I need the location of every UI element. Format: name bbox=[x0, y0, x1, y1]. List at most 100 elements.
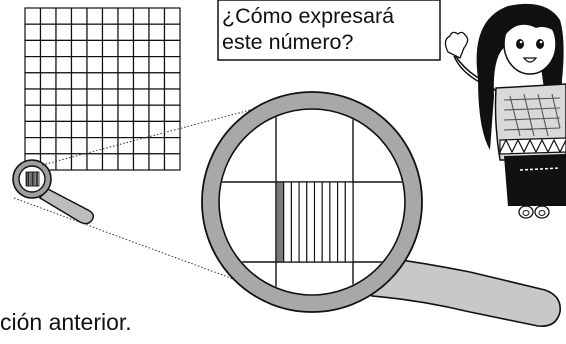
grid-cell bbox=[39, 23, 57, 42]
small-magnifier-icon bbox=[12, 159, 95, 225]
grid-cell bbox=[117, 137, 135, 155]
grid-cell bbox=[163, 55, 181, 74]
grid-cell bbox=[86, 153, 104, 171]
grid-cell bbox=[86, 120, 104, 139]
grid-cell bbox=[70, 104, 88, 122]
striped-column bbox=[321, 181, 331, 263]
grid-cell bbox=[39, 55, 57, 74]
grid-cell bbox=[39, 137, 57, 155]
grid-cell bbox=[132, 137, 150, 155]
grid-cell bbox=[24, 104, 42, 122]
grid-cell bbox=[39, 88, 57, 106]
grid-cell bbox=[117, 88, 135, 106]
grid-cell bbox=[148, 120, 166, 139]
grid-cell bbox=[117, 153, 135, 171]
grid-cell bbox=[163, 88, 181, 106]
grid-cell bbox=[148, 23, 166, 42]
grid-cell bbox=[163, 39, 181, 58]
grid-cell bbox=[101, 23, 119, 42]
grid-cell bbox=[101, 153, 119, 171]
grid-cell bbox=[132, 153, 150, 171]
grid-cell bbox=[101, 72, 119, 90]
grid-cell bbox=[24, 72, 42, 90]
grid-cell bbox=[117, 23, 135, 42]
grid-cell bbox=[101, 7, 119, 25]
grid-cell bbox=[117, 120, 135, 139]
grid-cell bbox=[148, 88, 166, 106]
grid-cell bbox=[101, 120, 119, 139]
grid-cell bbox=[132, 7, 150, 25]
grid-cell bbox=[117, 72, 135, 90]
grid-cell bbox=[132, 23, 150, 42]
striped-column bbox=[306, 181, 316, 263]
striped-column bbox=[283, 181, 292, 263]
grid-cell bbox=[101, 39, 119, 58]
grid-cell bbox=[86, 88, 104, 106]
grid-cell bbox=[163, 7, 181, 25]
speech-line-1: ¿Cómo expresará bbox=[222, 4, 395, 28]
grid-cell bbox=[148, 7, 166, 25]
grid-cell bbox=[24, 120, 42, 139]
grid-cell bbox=[148, 153, 166, 171]
magnified-grid bbox=[220, 110, 404, 294]
speech-line-2: este número? bbox=[222, 30, 354, 54]
grid-cell bbox=[148, 104, 166, 122]
grid-cell bbox=[163, 137, 181, 155]
grid-cell bbox=[148, 137, 166, 155]
small-focus-cells bbox=[25, 171, 40, 187]
big-magnifier-icon bbox=[201, 91, 423, 313]
grid-cell bbox=[24, 88, 42, 106]
grid-cell bbox=[163, 153, 181, 171]
grid-cell bbox=[70, 153, 88, 171]
grid-cell bbox=[55, 7, 73, 25]
grid-cell bbox=[86, 7, 104, 25]
grid-cell bbox=[55, 104, 73, 122]
grid-cell bbox=[55, 153, 73, 171]
striped-column bbox=[337, 181, 346, 263]
grid-cell bbox=[101, 104, 119, 122]
striped-column bbox=[329, 181, 339, 263]
girl-character bbox=[444, 3, 566, 219]
connector-line-bottom bbox=[13, 197, 313, 309]
grid-cell bbox=[70, 137, 88, 155]
caption-fragment: ción anterior. bbox=[0, 309, 132, 335]
striped-column bbox=[290, 181, 300, 263]
grid-cell bbox=[55, 23, 73, 42]
grid-cell bbox=[117, 39, 135, 58]
grid-cell bbox=[39, 7, 57, 25]
grid-cell bbox=[39, 39, 57, 58]
grid-cell bbox=[148, 72, 166, 90]
grid-cell bbox=[55, 72, 73, 90]
grid-cell bbox=[86, 39, 104, 58]
grid-cell bbox=[132, 104, 150, 122]
grid-cell bbox=[163, 104, 181, 122]
striped-column bbox=[313, 181, 323, 263]
grid-cell bbox=[117, 7, 135, 25]
grid-cell bbox=[39, 104, 57, 122]
grid-cell bbox=[148, 55, 166, 74]
grid-cell bbox=[86, 23, 104, 42]
grid-cell bbox=[24, 39, 42, 58]
grid-cell bbox=[148, 39, 166, 58]
grid-cell bbox=[101, 88, 119, 106]
grid-cell bbox=[70, 7, 88, 25]
grid-cell bbox=[132, 120, 150, 139]
grid-cell bbox=[70, 23, 88, 42]
grid-cell bbox=[24, 23, 42, 42]
speech-bubble bbox=[217, 0, 441, 61]
grid-cell bbox=[24, 137, 42, 155]
grid-cell bbox=[86, 72, 104, 90]
grid-cell bbox=[24, 55, 42, 74]
grid-cell bbox=[70, 39, 88, 58]
striped-column bbox=[298, 181, 308, 263]
grid-cell bbox=[70, 55, 88, 74]
grid-cell bbox=[163, 72, 181, 90]
grid-cell bbox=[132, 72, 150, 90]
hundred-square-grid bbox=[24, 7, 181, 171]
magnified-cell bbox=[275, 181, 354, 263]
grid-cell bbox=[117, 55, 135, 74]
grid-cell bbox=[39, 120, 57, 139]
grid-cell bbox=[55, 55, 73, 74]
grid-cell bbox=[55, 137, 73, 155]
